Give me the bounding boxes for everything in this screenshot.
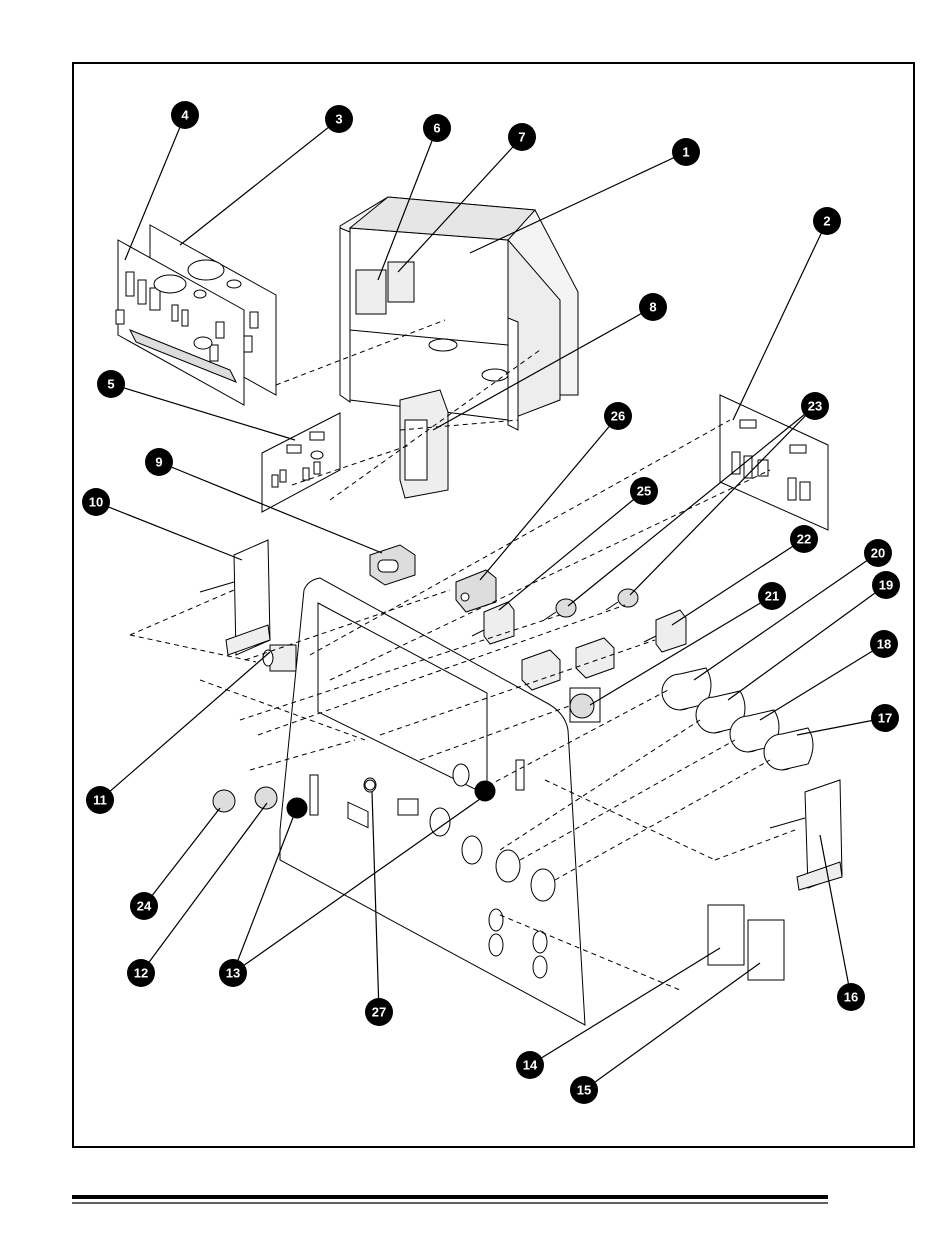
callout-11-label: 11 bbox=[93, 793, 107, 808]
callout-26-label: 26 bbox=[611, 409, 625, 424]
meters-17-20 bbox=[662, 668, 813, 770]
callout-12: 12 bbox=[127, 959, 155, 987]
breaker-pair bbox=[522, 638, 614, 690]
callout-9: 9 bbox=[145, 448, 173, 476]
callout-10: 10 bbox=[82, 488, 110, 516]
callout-2-label: 2 bbox=[823, 214, 830, 229]
callout-17-label: 17 bbox=[878, 711, 892, 726]
component-26 bbox=[456, 570, 496, 612]
callout-20: 20 bbox=[864, 539, 892, 567]
callout-2: 2 bbox=[813, 207, 841, 235]
side-bracket-16 bbox=[770, 780, 842, 890]
callout-1-label: 1 bbox=[682, 145, 689, 160]
knobs-12-24 bbox=[213, 787, 277, 812]
callout-18-label: 18 bbox=[877, 637, 891, 652]
callout-21: 21 bbox=[758, 582, 786, 610]
toggle-22 bbox=[644, 610, 686, 652]
enclosure-box bbox=[340, 197, 578, 430]
callout-7-label: 7 bbox=[518, 130, 525, 145]
callout-4: 4 bbox=[171, 101, 199, 129]
callout-13: 13 bbox=[219, 959, 247, 987]
part-artwork bbox=[116, 197, 842, 1025]
callout-13-label: 13 bbox=[226, 966, 240, 981]
callout-21-label: 21 bbox=[765, 589, 779, 604]
callout-11: 11 bbox=[86, 786, 114, 814]
callout-6: 6 bbox=[423, 114, 451, 142]
receptacles-14-15 bbox=[708, 905, 784, 980]
callout-1: 1 bbox=[672, 138, 700, 166]
callout-16-label: 16 bbox=[844, 990, 858, 1005]
callout-24: 24 bbox=[130, 892, 158, 920]
callout-22: 22 bbox=[790, 525, 818, 553]
callout-27-label: 27 bbox=[372, 1005, 386, 1020]
connector-21 bbox=[570, 688, 600, 722]
callout-14-label: 14 bbox=[523, 1058, 538, 1073]
callout-4-label: 4 bbox=[181, 108, 189, 123]
callout-14: 14 bbox=[516, 1051, 544, 1079]
callout-8: 8 bbox=[639, 293, 667, 321]
circuit-board-5 bbox=[262, 413, 340, 512]
callout-3: 3 bbox=[325, 105, 353, 133]
callout-9-label: 9 bbox=[155, 455, 162, 470]
potentiometer-23a bbox=[544, 599, 576, 620]
callout-23: 23 bbox=[801, 392, 829, 420]
callout-8-label: 8 bbox=[649, 300, 656, 315]
callout-18: 18 bbox=[870, 630, 898, 658]
callout-6-label: 6 bbox=[433, 121, 440, 136]
callout-5: 5 bbox=[97, 370, 125, 398]
callout-19: 19 bbox=[872, 571, 900, 599]
callout-25: 25 bbox=[630, 477, 658, 505]
callout-15: 15 bbox=[570, 1076, 598, 1104]
callout-20-label: 20 bbox=[871, 546, 885, 561]
callout-3-label: 3 bbox=[335, 112, 342, 127]
callout-23-label: 23 bbox=[808, 399, 822, 414]
callout-25-label: 25 bbox=[637, 484, 651, 499]
callout-10-label: 10 bbox=[89, 495, 103, 510]
indicator-27 bbox=[365, 780, 375, 790]
callout-22-label: 22 bbox=[797, 532, 811, 547]
callout-26: 26 bbox=[604, 402, 632, 430]
callout-27: 27 bbox=[365, 998, 393, 1026]
toggle-11 bbox=[263, 645, 296, 671]
callout-15-label: 15 bbox=[577, 1083, 591, 1098]
callout-5-label: 5 bbox=[107, 377, 114, 392]
callout-19-label: 19 bbox=[879, 578, 893, 593]
callout-16: 16 bbox=[837, 983, 865, 1011]
callout-24-label: 24 bbox=[137, 899, 152, 914]
callout-17: 17 bbox=[871, 704, 899, 732]
front-panel bbox=[280, 578, 585, 1025]
callout-12-label: 12 bbox=[134, 966, 148, 981]
bracket-8 bbox=[400, 390, 448, 498]
callout-7: 7 bbox=[508, 123, 536, 151]
